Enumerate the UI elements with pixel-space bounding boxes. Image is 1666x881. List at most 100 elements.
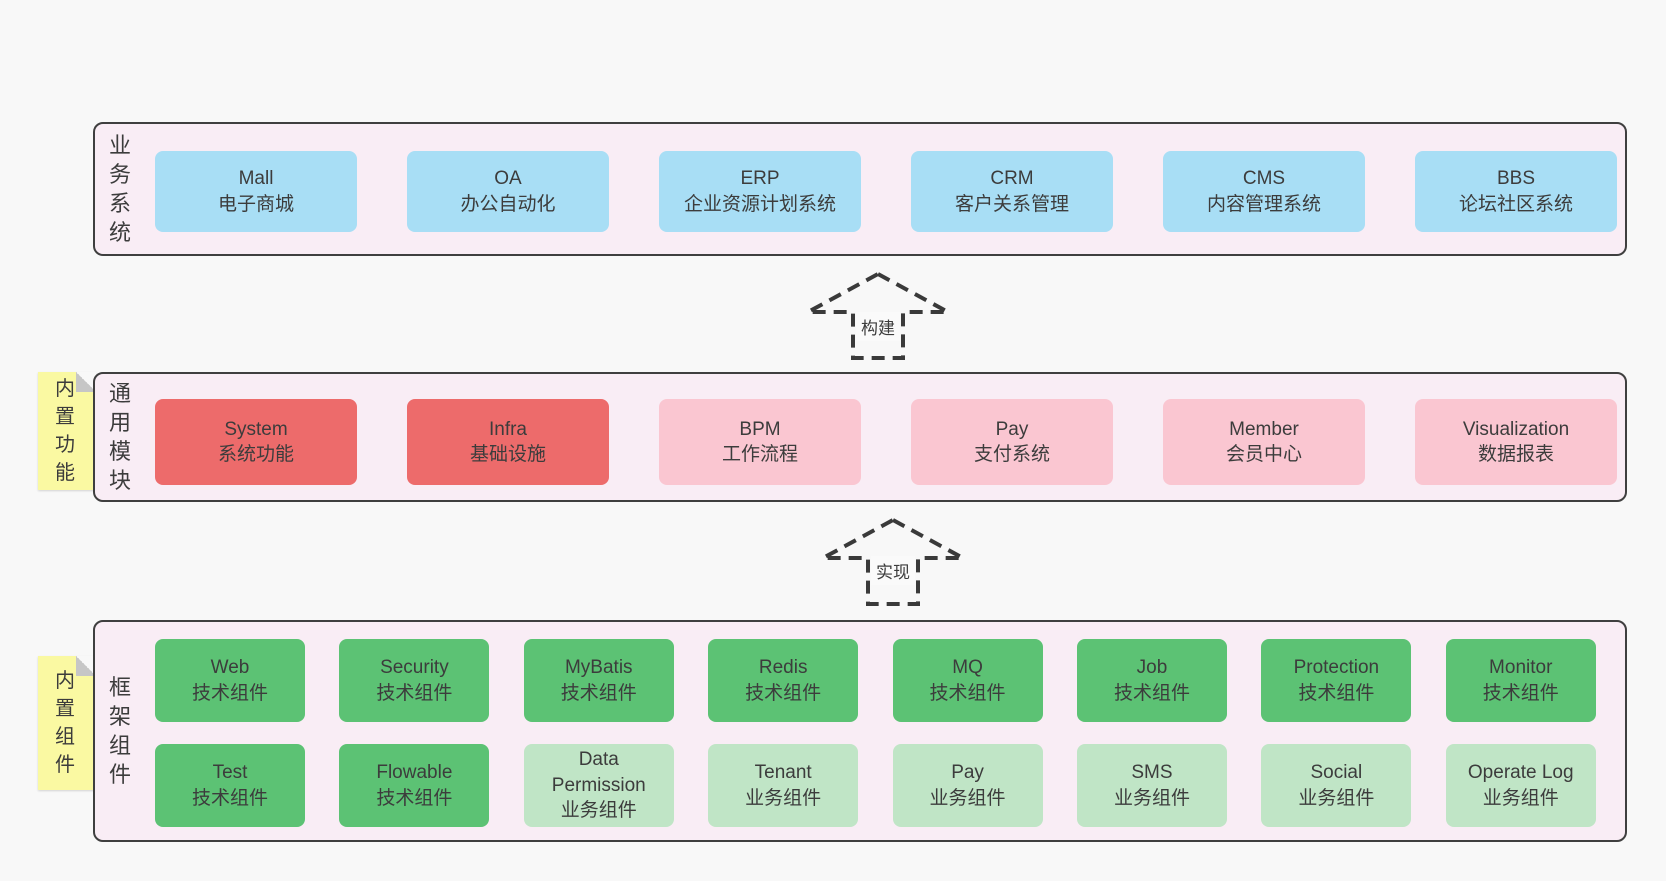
module-title: Mall [238,168,274,190]
module-title: Infra [488,418,528,440]
module-title: Pay [951,762,984,784]
module-box: Mall 电子商城 [155,151,357,232]
module-title: SMS [1131,762,1173,784]
module-subtitle: 技术组件 [929,682,1006,704]
sticky-note-built-in-features: 内置功能 [38,372,96,490]
box-row: Test 技术组件 Flowable 技术组件 Data Permission … [155,744,1596,827]
module-title: Member [1229,418,1299,440]
module-subtitle: 技术组件 [191,787,268,809]
module-subtitle: 技术组件 [376,787,453,809]
module-subtitle: 业务组件 [1113,787,1190,809]
module-title: Monitor [1489,657,1553,679]
panel-common-modules: 通用模块 System 系统功能 Infra 基础设施 BPM 工作流程 Pay… [93,372,1627,502]
module-box: Security 技术组件 [339,639,490,722]
module-subtitle: 业务组件 [560,800,637,822]
arrow-label-build: 构建 [856,312,900,341]
module-title: CMS [1242,168,1286,190]
module-box: System 系统功能 [155,399,357,485]
module-subtitle: 技术组件 [560,682,637,704]
box-row: Mall 电子商城 OA 办公自动化 ERP 企业资源计划系统 CRM 客户关系… [155,151,1617,232]
module-box: SMS 业务组件 [1076,744,1227,827]
module-box: BPM 工作流程 [659,399,861,485]
layer-label: 框架组件 [108,674,131,788]
module-subtitle: 技术组件 [1482,682,1559,704]
up-arrow-icon [822,517,964,606]
module-box: Pay 支付系统 [911,399,1113,485]
sticky-note-text: 内置组件 [55,670,75,776]
module-title: System [224,418,288,440]
module-subtitle: 系统功能 [217,444,294,465]
module-box: Test 技术组件 [155,744,305,827]
module-subtitle: 内容管理系统 [1206,193,1321,215]
module-box: Operate Log 业务组件 [1445,744,1596,827]
module-subtitle: 客户关系管理 [954,193,1069,215]
module-box: BBS 论坛社区系统 [1415,151,1617,232]
module-subtitle: 技术组件 [745,682,822,704]
module-subtitle: 业务组件 [745,787,822,809]
module-title: Protection [1293,657,1380,679]
up-arrow-icon [807,271,949,360]
module-box: Tenant 业务组件 [708,744,859,827]
module-title: Operate Log [1467,762,1574,784]
module-title: Pay [995,418,1029,440]
module-subtitle: 业务组件 [1482,787,1559,809]
module-subtitle: 论坛社区系统 [1458,193,1573,215]
module-box: MQ 技术组件 [892,639,1043,722]
module-box: Infra 基础设施 [407,399,609,485]
module-subtitle: 基础设施 [469,444,546,465]
module-title: OA [494,168,522,190]
module-title: Flowable [376,762,453,784]
box-row: Web 技术组件 Security 技术组件 MyBatis 技术组件 Redi… [155,639,1596,722]
module-box: CRM 客户关系管理 [911,151,1113,232]
module-box: Visualization 数据报表 [1415,399,1617,485]
module-box: Protection 技术组件 [1261,639,1412,722]
module-title: BPM [739,418,781,440]
panel-framework-components: 框架组件 Web 技术组件 Security 技术组件 MyBatis 技术组件… [93,620,1627,842]
module-subtitle: 业务组件 [929,787,1006,809]
module-title: Social [1310,762,1363,784]
module-subtitle: 技术组件 [1113,682,1190,704]
module-subtitle: 办公自动化 [460,193,556,215]
module-box: Data Permission 业务组件 [523,744,674,827]
sticky-note-built-in-components: 内置组件 [38,656,96,790]
module-subtitle: 数据报表 [1477,444,1554,465]
module-title: MQ [952,657,983,679]
module-title: Web [210,657,250,679]
module-title: MyBatis [564,657,633,679]
panel-business-systems: 业务系统 Mall 电子商城 OA 办公自动化 ERP 企业资源计划系统 CRM… [93,122,1627,256]
arrow-label-implement: 实现 [871,556,915,585]
module-subtitle: 业务组件 [1298,787,1375,809]
module-title: Data Permission [551,749,646,796]
module-title: Test [212,762,248,784]
module-subtitle: 企业资源计划系统 [683,193,836,215]
module-title: Job [1136,657,1168,679]
module-subtitle: 技术组件 [191,682,268,704]
module-subtitle: 技术组件 [1298,682,1375,704]
module-subtitle: 电子商城 [217,193,294,215]
module-title: BBS [1496,168,1536,190]
module-subtitle: 技术组件 [376,682,453,704]
module-title: ERP [740,168,780,190]
layer-label: 业务系统 [108,132,131,246]
module-box: MyBatis 技术组件 [523,639,674,722]
module-title: Redis [758,657,808,679]
box-row: System 系统功能 Infra 基础设施 BPM 工作流程 Pay 支付系统… [155,399,1617,485]
module-title: Tenant [754,762,812,784]
module-title: CRM [990,168,1034,190]
module-box: Job 技术组件 [1076,639,1227,722]
module-subtitle: 会员中心 [1225,444,1302,465]
module-box: Pay 业务组件 [892,744,1043,827]
module-box: Web 技术组件 [155,639,305,722]
module-box: CMS 内容管理系统 [1163,151,1365,232]
module-box: Redis 技术组件 [708,639,859,722]
sticky-note-text: 内置功能 [55,378,75,484]
module-box: Social 业务组件 [1261,744,1412,827]
module-title: Visualization [1462,418,1570,440]
folded-corner-icon [76,656,96,676]
module-box: Monitor 技术组件 [1445,639,1596,722]
folded-corner-icon [76,372,96,392]
module-box: Member 会员中心 [1163,399,1365,485]
layer-label: 通用模块 [108,380,131,494]
module-box: OA 办公自动化 [407,151,609,232]
